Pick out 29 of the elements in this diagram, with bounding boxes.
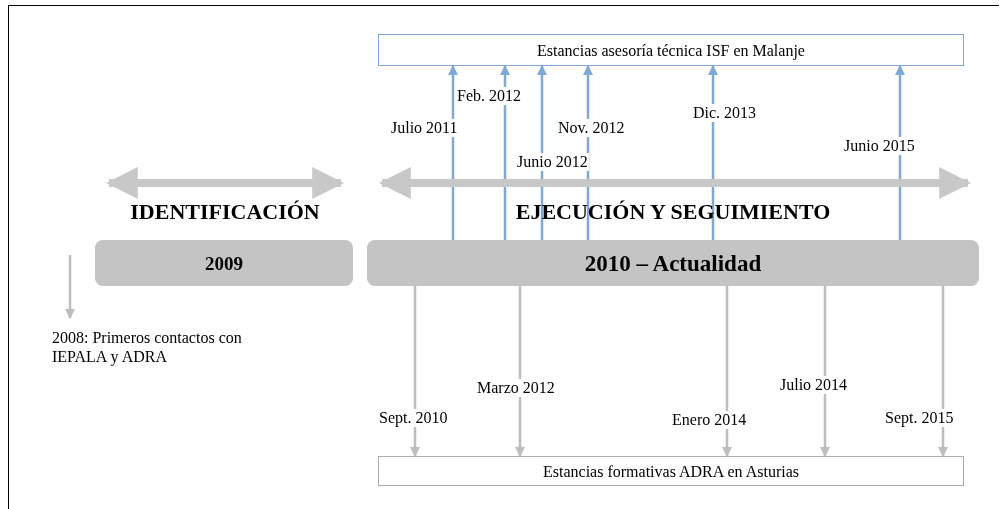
arrow: [537, 65, 547, 240]
edge-label: Sept. 2010: [378, 409, 449, 427]
arrow: [65, 255, 75, 319]
edge-label: Sept. 2015: [884, 409, 955, 427]
arrow: [410, 286, 420, 457]
process-box: Estancias asesoría técnica ISF en Malanje: [378, 34, 964, 66]
phase-title: IDENTIFICACIÓN: [130, 199, 320, 225]
edge-label: Nov. 2012: [557, 119, 626, 137]
edge-label: Dic. 2013: [692, 104, 758, 122]
process-box: Estancias formativas ADRA en Asturias: [378, 456, 964, 486]
arrow: [708, 65, 718, 240]
arrow: [515, 286, 525, 457]
edge-label: Enero 2014: [671, 411, 748, 429]
period-bar: 2010 – Actualidad: [367, 240, 979, 286]
edge-label: Marzo 2012: [476, 379, 556, 397]
arrow: [722, 286, 732, 457]
edge-label: Junio 2015: [843, 137, 916, 155]
arrow: [500, 65, 510, 240]
edge-label: Julio 2014: [779, 376, 849, 394]
edge-label: Julio 2011: [390, 119, 459, 137]
arrow: [448, 65, 458, 240]
arrow: [820, 286, 830, 457]
period-bar: 2009: [95, 240, 353, 286]
note-text: 2008: Primeros contactos con IEPALA y ADRA: [52, 328, 292, 372]
arrow: [895, 65, 905, 240]
arrow: [938, 286, 948, 457]
edge-label: Junio 2012: [516, 153, 589, 171]
phase-title: EJECUCIÓN Y SEGUIMIENTO: [515, 199, 831, 225]
edge-label: Feb. 2012: [456, 87, 522, 105]
